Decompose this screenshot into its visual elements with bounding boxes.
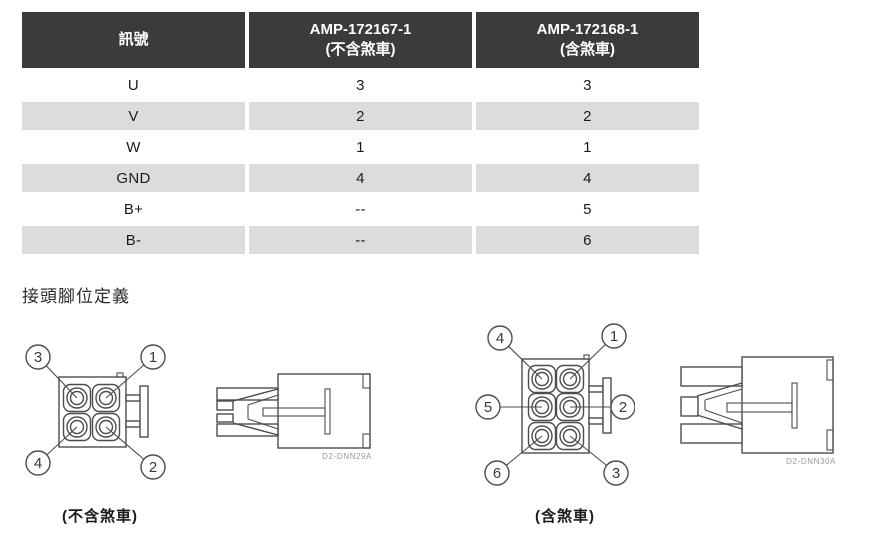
pin-number-balloon: 5 xyxy=(475,394,501,420)
section-title: 接頭腳位定義 xyxy=(22,287,130,306)
housing-notch xyxy=(826,359,834,381)
header-amp-172168-1: AMP-172168-1 (含煞車) xyxy=(476,12,699,68)
latch xyxy=(125,385,149,438)
header-signal: 訊號 xyxy=(22,12,245,68)
pin-cell: 3 xyxy=(356,76,365,94)
table-row-gnd: GND 4 4 xyxy=(22,164,699,192)
pin-cell: 2 xyxy=(476,102,699,130)
table-row-u: U 3 3 xyxy=(22,71,699,99)
svg-text:3: 3 xyxy=(612,465,620,482)
svg-text:5: 5 xyxy=(484,399,492,416)
signal-cell: GND xyxy=(22,164,245,192)
caption-no-brake: (不含煞車) xyxy=(62,508,138,525)
svg-text:4: 4 xyxy=(34,455,42,472)
table-header-row: 訊號 AMP-172167-1 (不含煞車) AMP-172168-1 (含煞車… xyxy=(22,12,699,68)
pin-cell: 3 xyxy=(583,76,592,94)
svg-text:6: 6 xyxy=(493,465,501,482)
svg-text:1: 1 xyxy=(610,328,618,345)
connector-side-view-4pin xyxy=(216,373,371,449)
body-notch xyxy=(116,372,124,378)
header-part-variant: (不含煞車) xyxy=(325,41,396,58)
connector-front-view-6pin: 4 1 5 2 6 3 xyxy=(475,323,635,486)
table-row-v: V 2 2 xyxy=(22,102,699,130)
pin-cell: 6 xyxy=(476,226,699,254)
signal-cell: W xyxy=(126,138,141,156)
table-row-b-plus: B+ -- 5 xyxy=(22,195,699,223)
terminal-prongs xyxy=(216,387,279,437)
pin-cell: 4 xyxy=(249,164,472,192)
key-slot-horizontal xyxy=(726,402,793,413)
table-row-w: W 1 1 xyxy=(22,133,699,161)
housing xyxy=(277,373,371,449)
part-label-d2-dnn30a: D2-DNN30A xyxy=(786,457,836,466)
header-part-number: AMP-172167-1 xyxy=(309,20,412,38)
pin-cell: 1 xyxy=(583,138,592,156)
housing-notch xyxy=(362,433,371,449)
connector-side-view-6pin xyxy=(680,356,834,454)
table-row-b-minus: B- -- 6 xyxy=(22,226,699,254)
svg-text:3: 3 xyxy=(34,349,42,366)
nose-taper xyxy=(232,388,279,436)
pin-number-balloon: 4 xyxy=(487,325,513,351)
svg-text:1: 1 xyxy=(149,349,157,366)
pin-cell: -- xyxy=(355,200,366,218)
pin-cell: 2 xyxy=(249,102,472,130)
housing-notch xyxy=(826,429,834,451)
pin-cell: 1 xyxy=(356,138,365,156)
pin-number-balloon: 2 xyxy=(140,454,166,480)
pin-assignment-table: 訊號 AMP-172167-1 (不含煞車) AMP-172168-1 (含煞車… xyxy=(18,9,703,257)
svg-text:2: 2 xyxy=(619,399,627,416)
signal-cell: B- xyxy=(22,226,245,254)
header-part-number: AMP-172168-1 xyxy=(536,20,639,38)
pin-number-balloon: 2 xyxy=(610,394,635,420)
svg-text:2: 2 xyxy=(149,459,157,476)
pin-cell: 4 xyxy=(476,164,699,192)
body-notch xyxy=(583,354,590,360)
housing-notch xyxy=(362,373,371,389)
pin-number-balloon: 3 xyxy=(603,460,629,486)
pin-number-balloon: 3 xyxy=(25,344,51,370)
signal-cell: B+ xyxy=(123,200,144,218)
caption-brake: (含煞車) xyxy=(535,508,595,525)
nose-taper xyxy=(696,382,743,430)
pin-cell: 5 xyxy=(583,200,592,218)
pin-number-balloon: 1 xyxy=(140,344,166,370)
header-part-variant: (含煞車) xyxy=(560,41,615,58)
svg-text:4: 4 xyxy=(496,330,504,347)
housing xyxy=(741,356,834,454)
pin-number-balloon: 1 xyxy=(601,323,627,349)
connector-front-view-4pin: 3 1 4 2 xyxy=(25,344,166,480)
signal-cell: U xyxy=(127,76,140,94)
pin-cell: -- xyxy=(249,226,472,254)
terminal-prongs xyxy=(680,366,743,444)
pin-number-balloon: 4 xyxy=(25,450,51,476)
signal-cell: V xyxy=(22,102,245,130)
header-amp-172167-1: AMP-172167-1 (不含煞車) xyxy=(249,12,472,68)
key-slot-horizontal xyxy=(262,407,326,417)
latch xyxy=(588,377,612,434)
pin-number-balloon: 6 xyxy=(484,460,510,486)
part-label-d2-dnn29a: D2-DNN29A xyxy=(322,452,372,461)
